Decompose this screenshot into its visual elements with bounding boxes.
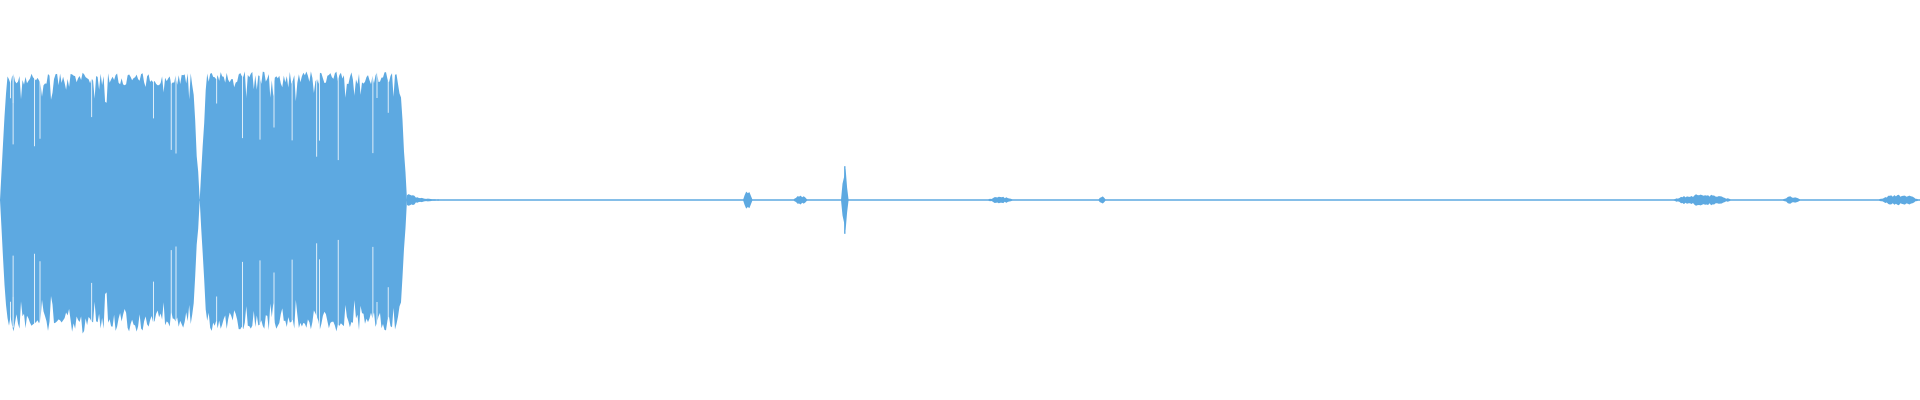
waveform-segment-blip-2 <box>793 195 809 205</box>
waveform-segment-loud-burst-2 <box>199 71 407 332</box>
waveform-envelope <box>1877 194 1920 206</box>
waveform-envelope <box>986 196 1014 204</box>
waveform-segment-end-burst <box>1877 194 1920 206</box>
waveform-segment-blip-4 <box>1098 196 1106 204</box>
waveform-segment-blip-6 <box>1781 196 1801 204</box>
waveform-envelope <box>793 195 809 205</box>
waveform-envelope <box>407 194 446 206</box>
waveform-envelope <box>199 71 407 332</box>
waveform-envelope <box>0 72 200 334</box>
waveform-segment-blip-3 <box>986 196 1014 204</box>
waveform-segment-blip-1 <box>743 191 753 209</box>
waveform-envelope <box>1781 196 1801 204</box>
waveform-segment-decay-tail <box>407 194 446 206</box>
waveform-envelope <box>1098 196 1106 204</box>
waveform-envelope <box>1670 194 1734 206</box>
waveform-segment-loud-burst-1 <box>0 72 200 334</box>
waveform-segment-spike <box>841 166 849 234</box>
waveform-segments <box>0 71 1920 334</box>
waveform-segment-blip-5 <box>1670 194 1734 206</box>
waveform-envelope <box>743 191 753 209</box>
